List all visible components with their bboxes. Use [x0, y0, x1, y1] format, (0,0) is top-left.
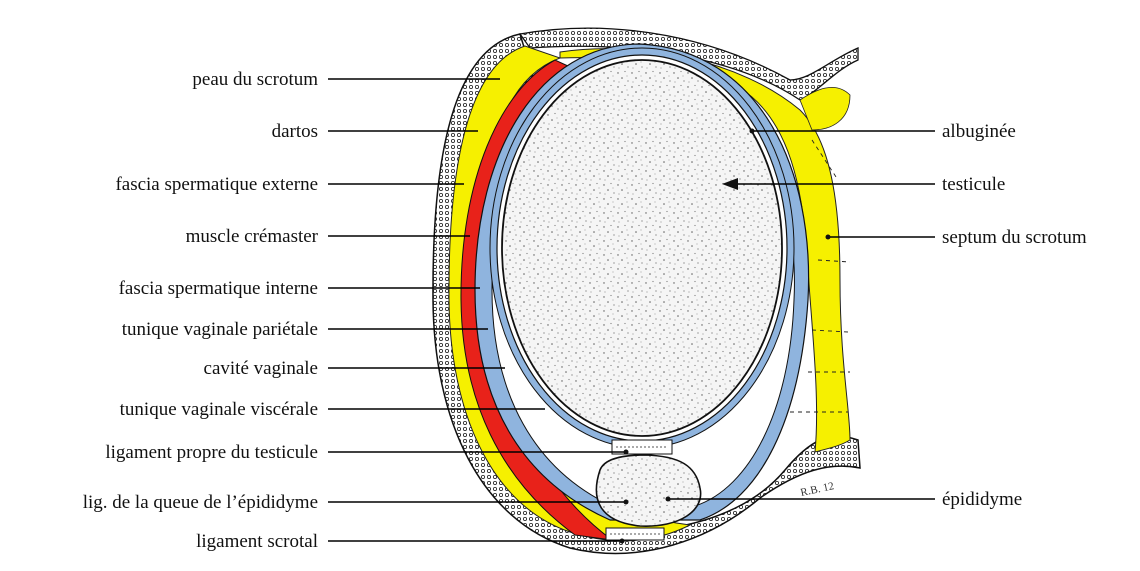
label-albuginee: albuginée	[942, 121, 1016, 142]
label-fascia-spermatique-interne: fascia spermatique interne	[119, 278, 318, 299]
scrotal-ligament	[606, 528, 664, 540]
epididymis	[596, 455, 700, 526]
label-septum-du-scrotum: septum du scrotum	[942, 227, 1087, 248]
label-lig-queue-epididyme: lig. de la queue de l’épididyme	[83, 492, 318, 513]
label-peau-du-scrotum: peau du scrotum	[192, 69, 318, 90]
labels-left: peau du scrotum dartos fascia spermatiqu…	[83, 69, 319, 552]
label-cavite-vaginale: cavité vaginale	[204, 358, 318, 379]
artist-signature: R.B. 12	[799, 480, 835, 499]
label-epididyme: épididyme	[942, 489, 1022, 510]
testis-body	[502, 60, 782, 436]
label-tunique-vaginale-viscerale: tunique vaginale viscérale	[120, 399, 318, 420]
label-ligament-scrotal: ligament scrotal	[196, 531, 318, 552]
signature-text: R.B. 12	[799, 480, 835, 499]
labels-right: albuginée testicule septum du scrotum ép…	[942, 121, 1087, 510]
label-tunique-vaginale-parietale: tunique vaginale pariétale	[122, 319, 318, 340]
label-fascia-spermatique-externe: fascia spermatique externe	[115, 174, 318, 195]
label-muscle-cremaster: muscle crémaster	[186, 226, 319, 247]
label-ligament-propre-du-testicule: ligament propre du testicule	[105, 442, 318, 463]
label-testicule: testicule	[942, 174, 1005, 195]
label-dartos: dartos	[272, 121, 318, 142]
